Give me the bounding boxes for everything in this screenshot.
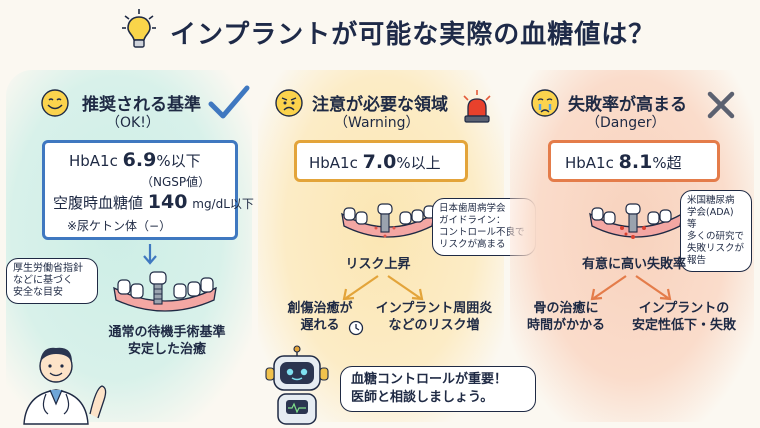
arrow-down-icon [143,244,157,265]
hba1c-line: HbA1c 7.0%以上 [309,151,441,173]
panel-subtitle: （Danger） [586,115,666,131]
bubble-line: 日本歯周病学会 [439,203,506,214]
risk-label: リスク上昇 [345,257,411,272]
panel-danger: 失敗率が高まる （Danger） HbA1c 8.1%超 米国糖尿病 学会(AD… [510,70,754,422]
outcome-left: 創傷治癒が 遅れる [272,300,368,334]
dental-implant-illustration [113,271,217,312]
hba1c-unit: %超 [652,154,682,172]
criteria-card: HbA1c 8.1%超 [548,140,720,182]
bubble-line: リスクが高まる [439,239,506,250]
hba1c-label: HbA1c [69,152,118,170]
panel-title: 注意が必要な領域 [312,95,448,115]
dental-implant-illustration [589,203,683,239]
hba1c-line: HbA1c 8.1%超 [565,151,682,173]
worried-face-icon [275,89,303,117]
hba1c-unit: %以下 [156,152,201,170]
lightbulb-icon [122,9,156,48]
fbg-value: 140 [147,191,188,213]
outcome-line: 安定性低下・失敗 [631,318,736,333]
speech-line: 血糖コントロールが重要！ [351,372,508,387]
guideline-bubble: 米国糖尿病 学会(ADA) 等 多くの研究で 失敗リスクが 報告 [680,190,752,272]
criteria-card: HbA1c 6.9%以下 （NGSP値） 空腹時血糖値 140 mg/dL以下 … [42,140,254,240]
page-title: インプラントが可能な実際の血糖値は？ [170,20,656,50]
bubble-line: 多くの研究で [687,231,745,242]
hba1c-value: 8.1 [618,151,653,173]
ketone-note: ※尿ケトン体（−） [67,219,172,233]
speech-line: 医師と相談しましょう。 [351,390,494,405]
outcome-line: 骨の治癒に [533,301,599,316]
outcome-line: インプラントの [638,301,730,316]
bubble-line: などに基づく [13,275,73,286]
panel-title: 推奨される基準 [82,95,201,115]
hba1c-label: HbA1c [309,154,358,172]
bubble-line: 厚生労働省指針 [13,263,83,274]
dental-implant-illustration [341,203,436,238]
header: インプラントが可能な実際の血糖値は？ [0,8,760,56]
cross-icon [707,91,735,119]
arrows-split-icon [342,275,424,301]
outcome-line: 通常の待機手術基準 [108,325,226,340]
outcome-line: インプラント周囲炎 [375,301,493,316]
doctor-illustration [23,347,107,425]
panel-subtitle: （Warning） [334,115,420,131]
outcome-text: 通常の待機手術基準 安定した治癒 [92,324,242,358]
robot-speech-bubble: 血糖コントロールが重要！ 医師と相談しましょう。 [340,366,536,412]
hba1c-unit: %以上 [396,154,441,172]
fbg-label: 空腹時血糖値 [53,194,144,212]
outcome-line: 遅れる [300,318,340,333]
panel-recommended: 推奨される基準 （OK!） HbA1c 6.9%以下 （NGSP値） 空腹時血糖… [6,70,254,425]
risk-label: 有意に高い失敗率 [581,257,686,272]
hba1c-note: （NGSP値） [141,175,211,189]
bubble-line: 安全な目安 [13,287,63,298]
bubble-line: ガイドライン： [439,215,506,226]
bubble-line: 学会(ADA) 等 [687,207,734,230]
arrows-split-icon [590,275,672,301]
fbg-line: 空腹時血糖値 140 mg/dL以下 [53,191,254,213]
robot-illustration [265,345,329,425]
hba1c-line: HbA1c 6.9%以下 [69,149,201,171]
fbg-unit: mg/dL以下 [192,197,254,211]
bubble-line: コントロール不良で [439,227,525,238]
hba1c-value: 7.0 [362,151,397,173]
outcome-left: 骨の治癒に 時間がかかる [516,300,616,334]
guideline-bubble: 厚生労働省指針 などに基づく 安全な目安 [6,258,98,304]
outcome-line: 時間がかかる [526,318,605,333]
checkmark-icon [208,85,250,119]
hba1c-value: 6.9 [122,149,157,171]
outcome-line: 創傷治癒が [287,301,353,316]
criteria-card: HbA1c 7.0%以上 [294,140,468,182]
panel-title: 失敗率が高まる [568,95,687,115]
outcome-line: などのリスク増 [388,318,480,333]
hba1c-label: HbA1c [565,154,614,172]
bubble-line: 報告 [687,255,707,266]
clock-icon [348,320,364,336]
alarm-light-icon [463,90,491,123]
panel-subtitle: （OK!） [106,115,160,131]
smile-icon [41,89,69,117]
outcome-line: 安定した治癒 [127,342,206,357]
bubble-line: 失敗リスクが [687,243,745,254]
outcome-right: インプラントの 安定性低下・失敗 [620,300,748,334]
outcome-right: インプラント周囲炎 などのリスク増 [368,300,500,334]
bubble-line: 米国糖尿病 [687,195,735,206]
crying-face-icon [531,89,559,117]
